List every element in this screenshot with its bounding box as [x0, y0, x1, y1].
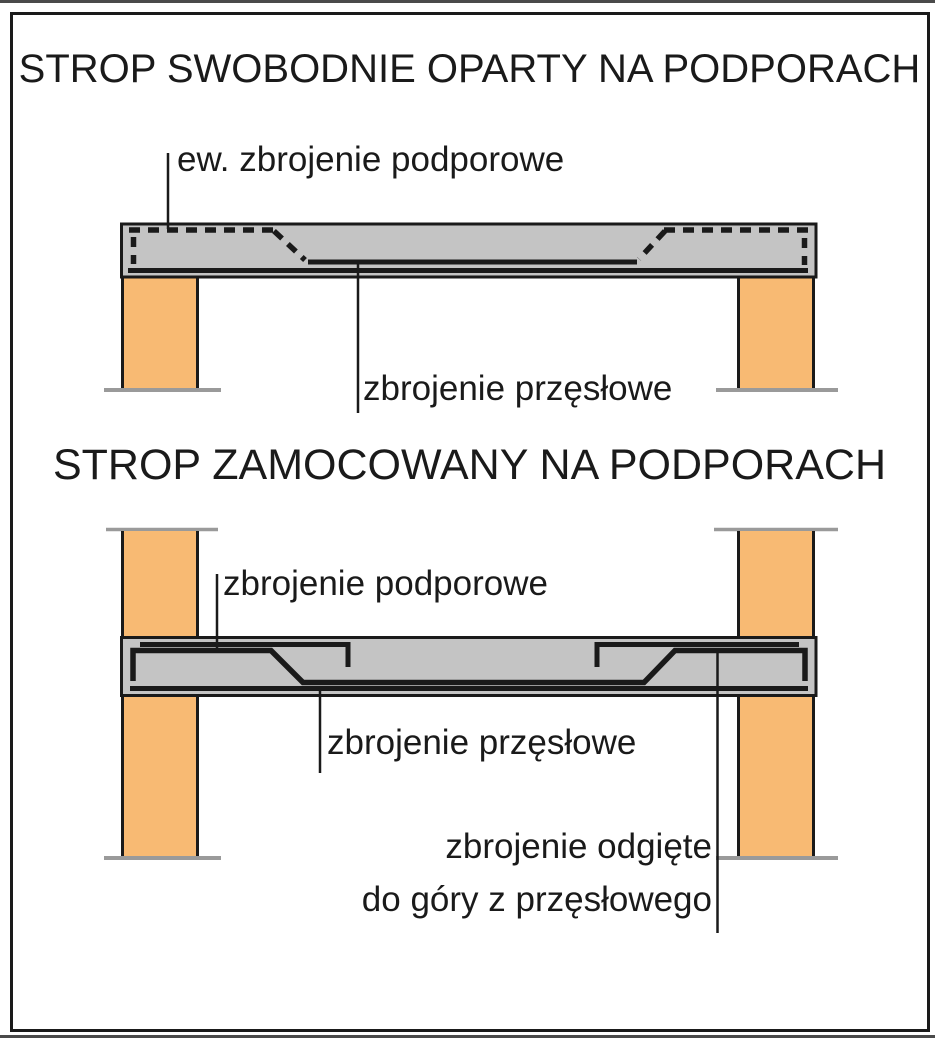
dashed-support-bar-left-bend	[272, 228, 307, 263]
label-optional-support-reinforcement: ew. zbrojenie podporowe	[177, 140, 565, 179]
column-left-lower-fill	[121, 696, 199, 858]
outer-frame-border	[10, 12, 930, 1032]
slab-section	[120, 636, 818, 697]
support-reinforcement-bar-left	[140, 642, 351, 667]
bent-up-reinforcement-bar	[130, 647, 808, 686]
diagram-simply-supported	[104, 153, 838, 413]
title-simply-supported: STROP SWOBODNIE OPARTY NA PODPORACH	[18, 47, 921, 91]
title-fixed-supports: STROP ZAMOCOWANY NA PODPORACH	[52, 441, 887, 489]
column-left-fill	[121, 277, 199, 389]
column-right-fill	[737, 277, 815, 389]
column-right-lower-fill	[737, 696, 815, 858]
column-right-upper-fill	[737, 531, 815, 637]
bottom-edge-strip	[0, 1035, 935, 1038]
top-edge-strip	[0, 0, 935, 3]
label-bent-up-line1: zbrojenie odgięte	[445, 827, 712, 866]
label-bent-up-reinforcement: zbrojenie odgięte do góry z przęsłowego	[362, 820, 712, 926]
support-reinforcement-bar-right	[594, 642, 799, 667]
diagram-fixed-supports	[104, 527, 838, 933]
label-span-reinforcement-top-diagram: zbrojenie przęsłowe	[363, 369, 673, 408]
column-left-upper-fill	[121, 531, 199, 637]
label-span-reinforcement-bottom-diagram: zbrojenie przęsłowe	[327, 723, 637, 762]
dashed-support-bar-right-bend	[636, 229, 668, 261]
label-bent-up-line2: do góry z przęsłowego	[361, 880, 712, 920]
label-support-reinforcement-bottom-diagram: zbrojenie podporowe	[223, 564, 548, 603]
